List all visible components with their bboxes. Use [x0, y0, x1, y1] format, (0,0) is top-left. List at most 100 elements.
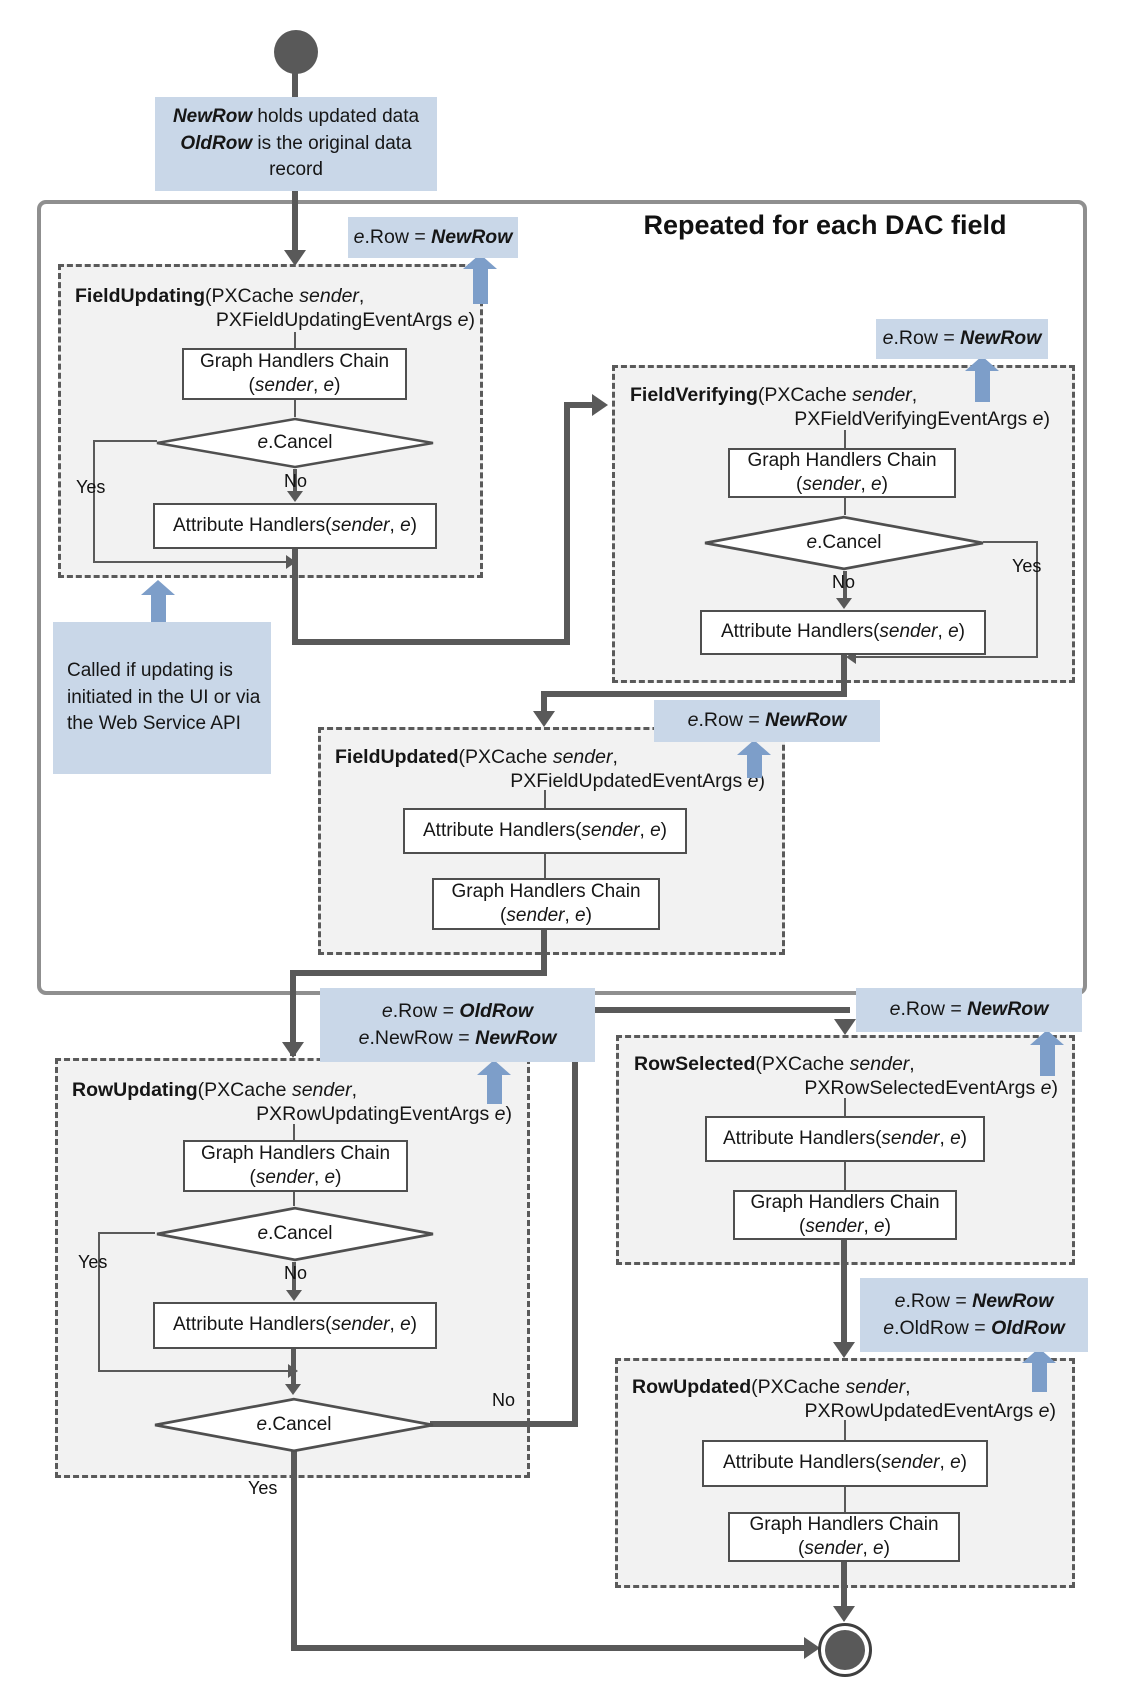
attribute-handlers-box: Attribute Handlers(sender, e) [403, 808, 687, 854]
flow-line [291, 1645, 806, 1651]
flow-line [290, 970, 296, 1056]
attribute-handlers-box: Attribute Handlers(sender, e) [153, 1302, 437, 1349]
arrowhead-down-icon [286, 1290, 302, 1301]
flow-line [293, 469, 297, 493]
flow-line [292, 639, 570, 645]
yes-label: Yes [78, 1252, 108, 1272]
graph-handlers-chain-box: Graph Handlers Chain (sender, e) [183, 1140, 408, 1192]
no-label: No [832, 572, 856, 592]
graph-handlers-chain-box: Graph Handlers Chain (sender, e) [733, 1190, 957, 1240]
flow-line [544, 790, 546, 808]
field-verifying-title: FieldVerifying(PXCache sender, PXFieldVe… [630, 384, 1050, 431]
flow-line [290, 970, 547, 976]
row-updating-title: RowUpdating(PXCache sender, PXRowUpdatin… [72, 1079, 512, 1126]
flow-line [291, 1451, 297, 1651]
graph-handlers-chain-box: Graph Handlers Chain (sender, e) [728, 448, 956, 498]
flow-line [843, 571, 847, 600]
blue-up-arrow-icon [141, 580, 175, 622]
arrowhead-right-icon [286, 555, 296, 569]
graph-handlers-chain-box: Graph Handlers Chain (sender, e) [182, 348, 407, 400]
flow-line [430, 1421, 578, 1427]
flow-line [564, 402, 570, 645]
cancel-decision: e.Cancel [155, 1206, 435, 1262]
blue-up-arrow-icon [463, 254, 497, 304]
flow-line [291, 1349, 296, 1385]
arrowhead-right-icon [804, 1637, 820, 1659]
field-updated-title: FieldUpdated(PXCache sender, PXFieldUpda… [335, 746, 765, 793]
cancel-decision: e.Cancel [155, 417, 435, 469]
field-updating-title: FieldUpdating(PXCache sender, PXFieldUpd… [75, 285, 475, 332]
flow-line [844, 430, 846, 448]
annotation-field-verifying: e.Row = NewRow [876, 319, 1048, 359]
repeat-title: Repeated for each DAC field [643, 210, 1007, 240]
flow-line [844, 1098, 846, 1116]
note-text: Called if updating is initiated in the U… [67, 660, 261, 735]
flow-line [572, 1007, 578, 1427]
arrowhead-down-icon [282, 1042, 304, 1058]
row-selected-title: RowSelected(PXCache sender, PXRowSelecte… [634, 1053, 1058, 1100]
flow-line [841, 1562, 847, 1610]
attribute-handlers-box: Attribute Handlers(sender, e) [705, 1116, 985, 1162]
flow-line [572, 1007, 850, 1013]
annotation-field-updating: e.Row = NewRow [348, 217, 518, 258]
blue-up-arrow-icon [737, 740, 771, 778]
flow-line [1036, 541, 1038, 658]
flow-line [292, 549, 298, 645]
flow-line [98, 1232, 155, 1234]
blue-up-arrow-icon [1022, 1348, 1056, 1392]
graph-handlers-chain-box: Graph Handlers Chain (sender, e) [432, 878, 660, 930]
annotation-row-selected: e.Row = NewRow [856, 988, 1082, 1032]
flow-line [98, 1370, 288, 1372]
no-label: No [284, 1263, 308, 1283]
arrowhead-down-icon [834, 1019, 856, 1035]
arrowhead-down-icon [836, 598, 852, 609]
attribute-handlers-box: Attribute Handlers(sender, e) [153, 503, 437, 549]
annotation-row-updating: e.Row = OldRow e.NewRow = NewRow [320, 988, 595, 1062]
flow-line [93, 440, 157, 442]
end-node-core [825, 1630, 865, 1670]
no-label: No [492, 1390, 516, 1410]
flow-line [293, 1124, 295, 1140]
flow-line [98, 1232, 100, 1372]
flow-line [844, 498, 846, 515]
flow-line [292, 1262, 296, 1292]
flow-line [844, 1487, 846, 1512]
flow-line [541, 691, 847, 697]
annotation-row-updated: e.Row = NewRow e.OldRow = OldRow [860, 1278, 1088, 1352]
flow-line [856, 656, 1038, 658]
yes-label: Yes [76, 477, 106, 497]
start-node [274, 30, 318, 74]
flow-line [294, 332, 296, 348]
arrowhead-down-icon [285, 1384, 301, 1395]
start-note: NewRow holds updated data OldRow is the … [155, 97, 437, 191]
cancel-decision: e.Cancel [703, 515, 985, 571]
arrowhead-down-icon [833, 1606, 855, 1622]
cancel-decision: e.Cancel [153, 1397, 435, 1453]
flow-line [844, 1420, 846, 1440]
annotation-field-updated: e.Row = NewRow [654, 700, 880, 742]
arrowhead-down-icon [287, 491, 303, 502]
yes-label: Yes [1012, 556, 1042, 576]
no-label: No [284, 471, 308, 491]
arrowhead-down-icon [833, 1342, 855, 1358]
graph-handlers-chain-box: Graph Handlers Chain (sender, e) [728, 1512, 960, 1562]
flow-line [983, 541, 1038, 543]
arrowhead-left-icon [846, 650, 856, 664]
attribute-handlers-box: Attribute Handlers(sender, e) [702, 1440, 988, 1487]
blue-up-arrow-icon [477, 1060, 511, 1104]
blue-up-arrow-icon [1030, 1030, 1064, 1076]
blue-up-arrow-icon [965, 356, 999, 402]
flow-line [564, 402, 592, 408]
flow-line [541, 691, 547, 715]
note-line: NewRow holds updated data [172, 106, 420, 128]
attribute-handlers-box: Attribute Handlers(sender, e) [700, 610, 986, 655]
side-note: Called if updating is initiated in the U… [53, 622, 271, 774]
flow-line [844, 1162, 846, 1190]
flow-line [841, 655, 847, 697]
flow-line [293, 1192, 295, 1206]
arrowhead-down-icon [533, 711, 555, 727]
flow-line [541, 930, 547, 976]
row-updated-title: RowUpdated(PXCache sender, PXRowUpdatedE… [632, 1376, 1056, 1423]
arrowhead-right-icon [592, 394, 608, 416]
